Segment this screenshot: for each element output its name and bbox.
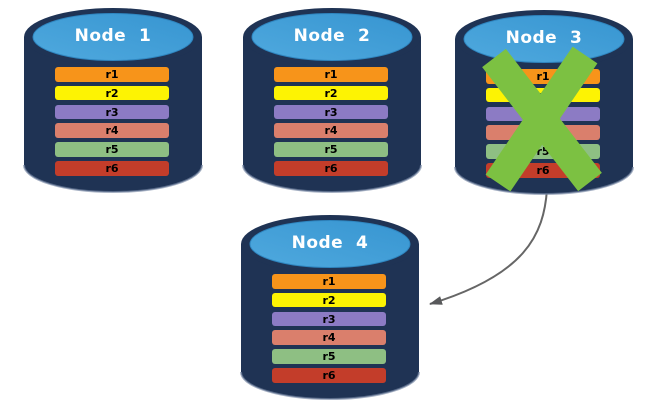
replica-bar-r4: r4 [55,123,169,138]
replica-bar-r6: r6 [272,368,386,383]
node-2-cylinder: Node 2 r1 r2 r3 r4 r5 r6 [242,7,422,194]
replica-bar-r3: r3 [274,104,388,120]
node-title: Node 3 [505,28,583,48]
replica-bar-r5: r5 [272,349,386,364]
replica-bar-r3: r3 [272,311,386,327]
replica-bar-r1: r1 [272,274,386,289]
replica-bar-r6: r6 [274,161,388,176]
node-1-cylinder: Node 1 r1 r2 r3 r4 r5 r6 [23,7,203,194]
node-title: Node 2 [293,26,371,46]
replica-bar-r5: r5 [55,142,169,157]
replica-bar-r4: r4 [274,123,388,138]
replica-bar-r4: r4 [272,330,386,345]
replica-bar-r2: r2 [55,85,169,101]
replica-bar-r2: r2 [274,85,388,101]
replica-stack: r1 r2 r3 r4 r5 r6 [241,215,419,401]
node-4-cylinder: Node 4 r1 r2 r3 r4 r5 r6 [240,214,420,401]
node-title: Node 1 [74,26,152,46]
replica-stack: r1 r2 r3 r4 r5 r6 [24,8,202,194]
replica-stack: r1 r2 r3 r4 r5 r6 [243,8,421,194]
replica-bar-r3: r3 [55,104,169,120]
replica-bar-r1: r1 [55,67,169,82]
replica-bar-r2: r2 [272,292,386,308]
replica-bar-r6: r6 [55,161,169,176]
node-title: Node 4 [291,233,369,253]
replica-bar-r5: r5 [274,142,388,157]
failed-x-icon [482,46,602,192]
replica-bar-r1: r1 [274,67,388,82]
